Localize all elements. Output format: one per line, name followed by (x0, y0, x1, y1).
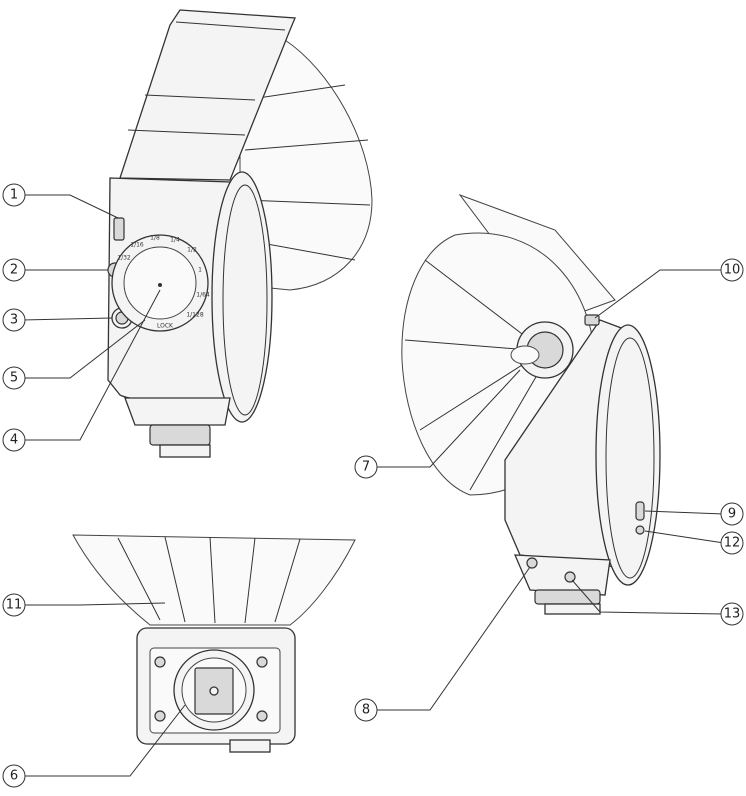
bottom-screw-bl (154, 710, 166, 722)
tripod-socket (526, 557, 538, 569)
lock-screw (564, 571, 576, 583)
sync-port (635, 525, 645, 535)
callout-label: 3 (10, 313, 18, 328)
callout-11: 11 (2, 593, 26, 617)
callout-label: 11 (6, 598, 23, 613)
power-dial-center (158, 283, 162, 287)
callout-13: 13 (720, 602, 744, 626)
callout-5: 5 (2, 366, 26, 390)
callout-label: 7 (362, 460, 370, 475)
callout-10: 10 (720, 258, 744, 282)
callouts: 1 2 3 5 4 11 6 7 8 10 9 12 13 (2, 183, 744, 788)
dial-label: 1 (198, 267, 202, 274)
callout-label: 6 (10, 769, 18, 784)
front-view-battery-door (211, 171, 273, 423)
usb-port (635, 501, 645, 521)
dial-label: 1/64 (196, 292, 210, 299)
dial-label: 1/32 (117, 255, 131, 262)
power-switch (113, 217, 125, 241)
dial-label: 1/4 (170, 237, 180, 244)
callout-3: 3 (2, 308, 26, 332)
side-view-battery-door (595, 324, 661, 586)
dial-label: LOCK (157, 323, 174, 330)
bottom-view-flash (72, 534, 356, 753)
bottom-screw-br (256, 710, 268, 722)
dial-label: 1/128 (186, 312, 203, 319)
callout-7: 7 (354, 455, 378, 479)
flash-tube (510, 345, 540, 365)
callout-9: 9 (720, 502, 744, 526)
front-view-base (124, 397, 231, 426)
front-view-reflector-bowl (239, 39, 373, 291)
side-view-flash (401, 193, 661, 615)
callout-label: 9 (728, 507, 736, 522)
front-view-flash-head (119, 9, 296, 181)
dial-label: 1/8 (150, 235, 160, 242)
callout-label: 1 (10, 188, 18, 203)
callout-label: 5 (10, 371, 18, 386)
callout-label: 8 (362, 703, 370, 718)
callout-label: 12 (724, 536, 741, 551)
callout-8: 8 (354, 698, 378, 722)
side-view-hot-shoe (534, 589, 601, 605)
dial-label: 1/2 (187, 247, 197, 254)
callout-12: 12 (720, 531, 744, 555)
callout-6: 6 (2, 764, 26, 788)
front-view-hot-shoe (149, 424, 211, 446)
bottom-screw-tl (154, 656, 166, 668)
callout-label: 13 (724, 607, 741, 622)
callout-1: 1 (2, 183, 26, 207)
dial-labels: 1 1/2 1/4 1/8 1/16 1/32 1/64 1/128 LOCK (117, 235, 210, 330)
front-view-flash: 1 1/2 1/4 1/8 1/16 1/32 1/64 1/128 LOCK (107, 9, 373, 458)
callout-label: 10 (724, 263, 741, 278)
dial-label: 1/16 (130, 242, 144, 249)
callout-4: 4 (2, 428, 26, 452)
callout-label: 4 (10, 433, 18, 448)
side-view-base (513, 554, 611, 596)
callout-2: 2 (2, 258, 26, 282)
bottom-view-reflector (72, 534, 356, 626)
callout-label: 2 (10, 263, 18, 278)
leader-lines (21, 194, 725, 777)
bottom-screw-tr (256, 656, 268, 668)
